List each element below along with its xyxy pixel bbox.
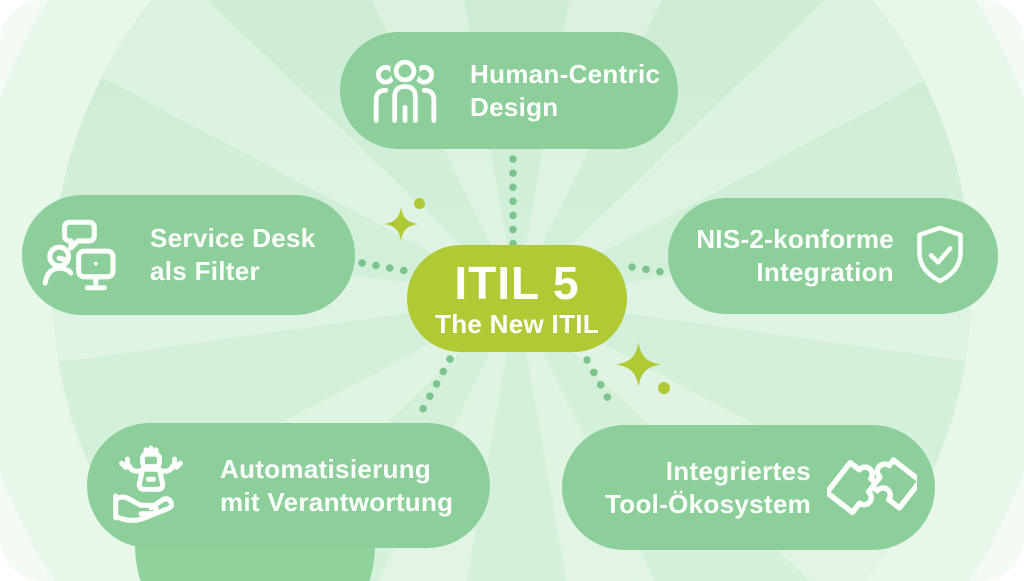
connector-right	[628, 263, 666, 276]
sparkle-icon	[384, 207, 418, 241]
node-service-desk-als-filter: Service Desk als Filter	[22, 195, 355, 315]
node-label-line2: als Filter	[150, 256, 260, 286]
sparkle-dot	[658, 382, 670, 394]
sparkle-dot	[414, 198, 425, 209]
node-label-line2: mit Verantwortung	[220, 486, 454, 517]
node-label-line1: Human-Centric	[470, 58, 661, 89]
shield-check-icon	[917, 225, 963, 284]
sparkle-icon	[616, 342, 661, 387]
puzzle-icon	[827, 456, 917, 515]
node-label-line1: Automatisierung	[220, 453, 432, 484]
node-label-line1: NIS-2-konforme	[696, 224, 894, 254]
center-title: ITIL 5	[454, 256, 580, 309]
connector-bottom-right	[583, 356, 618, 413]
robot-hand-icon	[113, 445, 183, 523]
center-node-itil5: ITIL 5 The New ITIL	[407, 245, 627, 352]
node-integriertes-tool-oekosystem: Integriertes Tool-Ökosystem	[562, 425, 935, 550]
node-label-line2: Design	[470, 91, 559, 122]
node-label-line1: Integriertes	[665, 455, 811, 486]
center-subtitle: The New ITIL	[435, 308, 599, 339]
connector-bottom-left	[419, 355, 454, 413]
people-group-icon	[373, 55, 437, 127]
node-label-line2: Tool-Ökosystem	[605, 488, 811, 519]
service-desk-icon	[42, 219, 119, 291]
node-human-centric-design: Human-Centric Design	[340, 32, 678, 149]
node-label-line1: Service Desk	[150, 223, 316, 253]
node-automatisierung-mit-verantwortung: Automatisierung mit Verantwortung	[87, 423, 490, 548]
node-nis2-konforme-integration: NIS-2-konforme Integration	[668, 198, 998, 314]
node-label-line2: Integration	[756, 257, 894, 287]
